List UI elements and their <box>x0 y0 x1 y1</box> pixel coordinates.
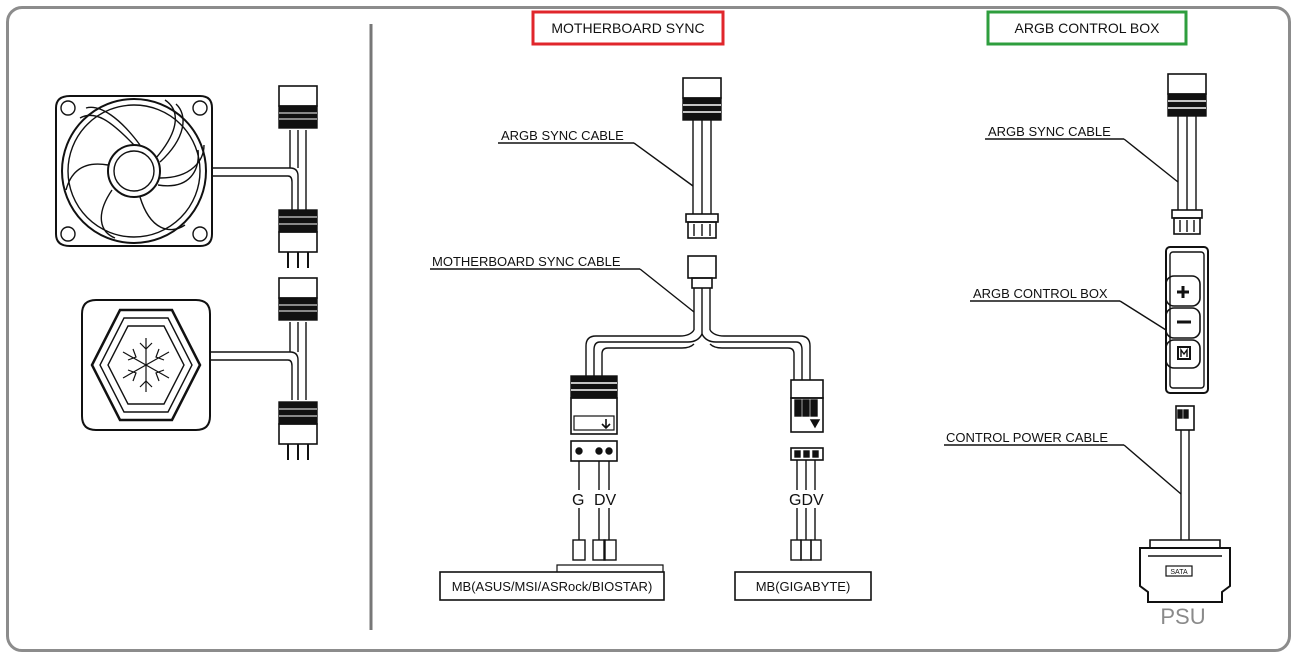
asus-connector <box>556 375 664 572</box>
fan-cable <box>212 167 299 210</box>
gigabyte-connector <box>790 379 824 561</box>
asus-pin-g: G <box>572 492 584 509</box>
argb-sync-cable-label-mb: ARGB SYNC CABLE <box>501 128 624 143</box>
mb-gigabyte-box <box>734 571 872 601</box>
page-frame <box>6 6 1291 652</box>
mb-gigabyte-label: MB(GIGABYTE) <box>756 579 851 594</box>
motherboard-sync-cable-label: MOTHERBOARD SYNC CABLE <box>432 254 621 269</box>
gigabyte-pin-gdv: GDV <box>789 492 824 509</box>
sata-power-connector <box>1139 539 1231 603</box>
argb-control-box <box>1165 246 1209 394</box>
fan-connector-top <box>278 85 318 129</box>
mode-icon[interactable] <box>1177 346 1191 360</box>
motherboard-sync-title: MOTHERBOARD SYNC <box>551 20 704 36</box>
motherboard-sync-cable <box>585 255 811 380</box>
control-power-cable-label: CONTROL POWER CABLE <box>946 430 1108 445</box>
asus-pin-dv: DV <box>594 492 617 509</box>
psu-label: PSU <box>1160 604 1205 629</box>
box-argb-sync-cable <box>1167 73 1207 235</box>
sata-label: SATA <box>1170 569 1188 576</box>
motherboard-sync-box <box>531 10 725 46</box>
argb-control-box-title-box <box>986 10 1188 46</box>
mb-asus-box <box>439 571 665 601</box>
pump-cable <box>210 351 299 400</box>
fan-icon <box>55 95 213 247</box>
snowflake-icon <box>122 338 170 392</box>
pump-head-icon <box>81 299 211 431</box>
argb-control-box-label: ARGB CONTROL BOX <box>973 286 1108 301</box>
control-power-cable <box>1175 405 1195 540</box>
fan-connector-bottom <box>278 209 318 268</box>
argb-control-box-title: ARGB CONTROL BOX <box>1015 20 1161 36</box>
pump-connector-bottom <box>278 401 318 460</box>
pump-connector-top <box>278 277 318 321</box>
mb-argb-sync-cable <box>682 77 722 239</box>
plus-icon[interactable] <box>1177 286 1189 298</box>
mb-asus-label: MB(ASUS/MSI/ASRock/BIOSTAR) <box>452 579 653 594</box>
argb-sync-cable-label-box: ARGB SYNC CABLE <box>988 124 1111 139</box>
